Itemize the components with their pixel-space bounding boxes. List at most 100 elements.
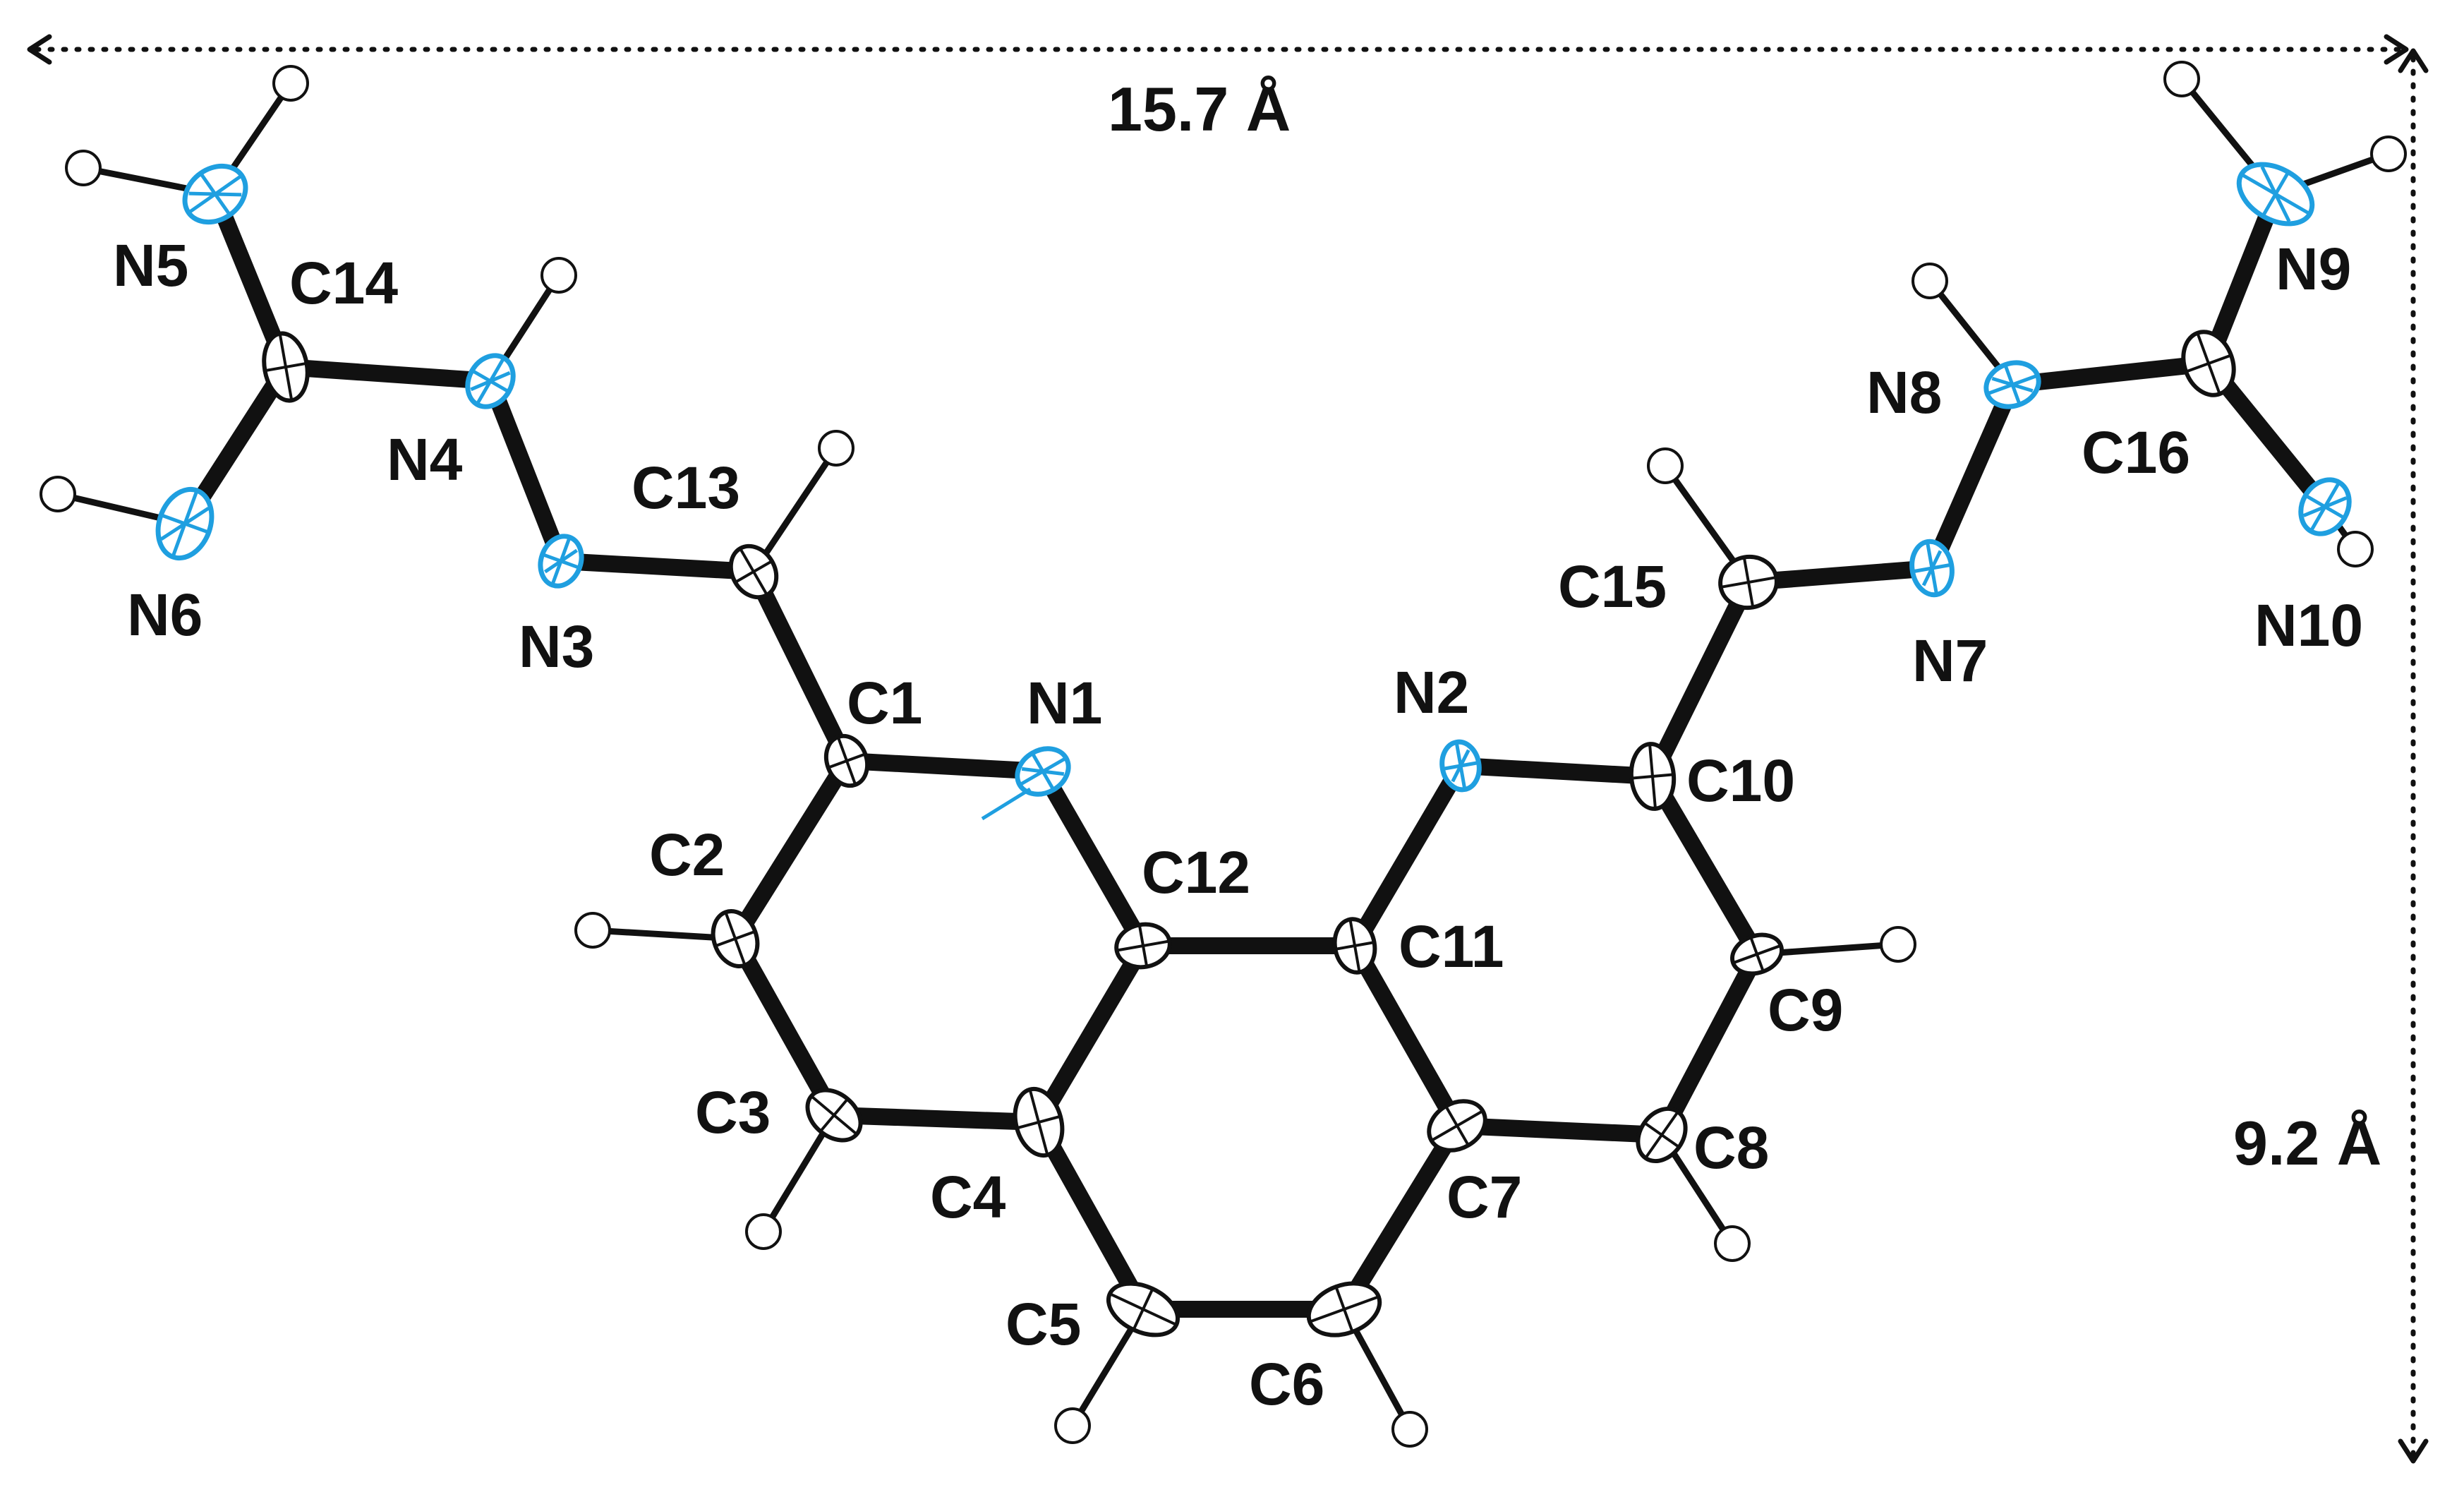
label-n6: N6 — [127, 582, 203, 648]
hydrogen-atom — [540, 257, 577, 294]
label-c1: C1 — [847, 670, 922, 736]
hbond-c13-h — [750, 445, 840, 575]
hydrogen-atom — [2163, 61, 2200, 97]
label-c6: C6 — [1249, 1351, 1324, 1417]
hydrogen-atom — [272, 65, 309, 102]
atom-c7 — [1427, 1099, 1487, 1153]
bond-c11-n2 — [1346, 757, 1469, 954]
label-n4: N4 — [387, 426, 463, 493]
atom-c15 — [1718, 554, 1779, 611]
width-dimension-label: 15.7 Å — [1108, 74, 1291, 144]
label-c8: C8 — [1693, 1114, 1769, 1181]
carbon-atoms — [262, 330, 2236, 1337]
hydrogen-atom — [1912, 263, 1948, 299]
label-n1: N1 — [1027, 670, 1102, 736]
n1-stray-line — [981, 787, 1032, 821]
bond-c14-n4 — [277, 359, 499, 390]
atom-c4 — [1013, 1086, 1065, 1158]
label-c4: C4 — [930, 1164, 1006, 1230]
bond-n8-c16 — [2004, 355, 2217, 393]
hydrogen-atom — [1054, 1407, 1091, 1444]
label-c3: C3 — [695, 1079, 771, 1146]
atom-c3 — [805, 1088, 863, 1143]
atom-c14 — [262, 331, 310, 403]
bond-c9-c8 — [1653, 946, 1765, 1143]
height-arrow-bottom — [2398, 1438, 2429, 1464]
width-arrow-right — [2384, 34, 2409, 65]
atom-c6 — [1306, 1281, 1382, 1337]
height-dimension-label: 9.2 Å — [2233, 1108, 2381, 1178]
label-n7: N7 — [1912, 627, 1988, 694]
atom-c10 — [1629, 742, 1677, 811]
atom-c8 — [1636, 1106, 1688, 1164]
hydrogen-atom — [818, 430, 854, 467]
label-c11: C11 — [1399, 913, 1504, 980]
hydrogen-atom — [574, 912, 611, 949]
label-c14: C14 — [289, 250, 398, 316]
bond-c1-n1 — [838, 752, 1051, 780]
label-c16: C16 — [2082, 419, 2190, 486]
bond-c2-c3 — [727, 930, 843, 1124]
width-arrow-left — [27, 34, 52, 65]
label-n9: N9 — [2276, 236, 2351, 302]
bond-c4-c5 — [1030, 1114, 1152, 1318]
bond-n1-c12 — [1034, 763, 1152, 954]
hydrogen-atom — [40, 476, 76, 512]
hydrogen-atom — [1391, 1411, 1428, 1448]
atom-n3 — [538, 534, 584, 589]
hydrogen-atom — [1647, 447, 1684, 484]
label-n8: N8 — [1866, 359, 1942, 426]
bonds — [176, 186, 2333, 1318]
dimension-indicators: 15.7 Å 9.2 Å — [27, 34, 2429, 1464]
label-c9: C9 — [1768, 977, 1843, 1043]
atom-n5 — [182, 163, 248, 225]
label-c2: C2 — [649, 822, 725, 888]
atom-c5 — [1106, 1281, 1180, 1337]
atom-n7 — [1909, 539, 1955, 598]
label-c13: C13 — [632, 455, 740, 521]
atom-c9 — [1730, 932, 1784, 976]
atom-n6 — [155, 486, 215, 561]
atom-c2 — [711, 909, 760, 968]
bond-c16-n9 — [2200, 186, 2284, 372]
height-arrow-top — [2398, 48, 2429, 73]
bond-c10-c15 — [1644, 574, 1757, 785]
bond-c7-c8 — [1449, 1117, 1670, 1143]
bond-c15-n7 — [1740, 560, 1940, 591]
bond-c1-c2 — [727, 752, 855, 947]
hydrogen-atom — [2337, 531, 2374, 567]
bond-c10-c9 — [1644, 768, 1765, 963]
label-c10: C10 — [1686, 747, 1795, 814]
atom-c13 — [728, 543, 779, 600]
atom-n2 — [1439, 739, 1482, 793]
atom-n8 — [1983, 360, 2041, 409]
atom-c11 — [1332, 917, 1377, 975]
bond-n3-c13 — [552, 553, 762, 580]
hydrogen-atom — [65, 150, 102, 186]
bond-c13-c1 — [745, 563, 855, 769]
hydrogen-atom — [1880, 926, 1916, 963]
label-c5: C5 — [1005, 1291, 1081, 1357]
bond-c7-c11 — [1346, 937, 1466, 1134]
bond-n7-n8 — [1924, 376, 2021, 577]
atom-n9 — [2236, 162, 2315, 227]
hydrogen-atom — [745, 1213, 782, 1250]
label-c12: C12 — [1142, 839, 1250, 906]
bond-c12-c4 — [1030, 937, 1152, 1131]
atom-c16 — [2181, 330, 2236, 397]
atom-c12 — [1114, 922, 1172, 970]
bond-n4-n3 — [482, 373, 569, 570]
label-n3: N3 — [519, 613, 594, 680]
hydrogen-atom — [1714, 1225, 1751, 1262]
hydrogen-atoms — [40, 61, 2407, 1448]
label-n2: N2 — [1394, 659, 1469, 726]
bond-n2-c10 — [1452, 757, 1661, 785]
atom-c1 — [823, 733, 870, 788]
atom-n4 — [465, 353, 516, 409]
label-c7: C7 — [1447, 1164, 1522, 1230]
label-n5: N5 — [113, 232, 188, 299]
label-c15: C15 — [1558, 553, 1667, 620]
atom-labels: N5 C14 N4 N6 C13 N3 C1 N1 C2 C12 C3 C4 C… — [113, 232, 2363, 1417]
